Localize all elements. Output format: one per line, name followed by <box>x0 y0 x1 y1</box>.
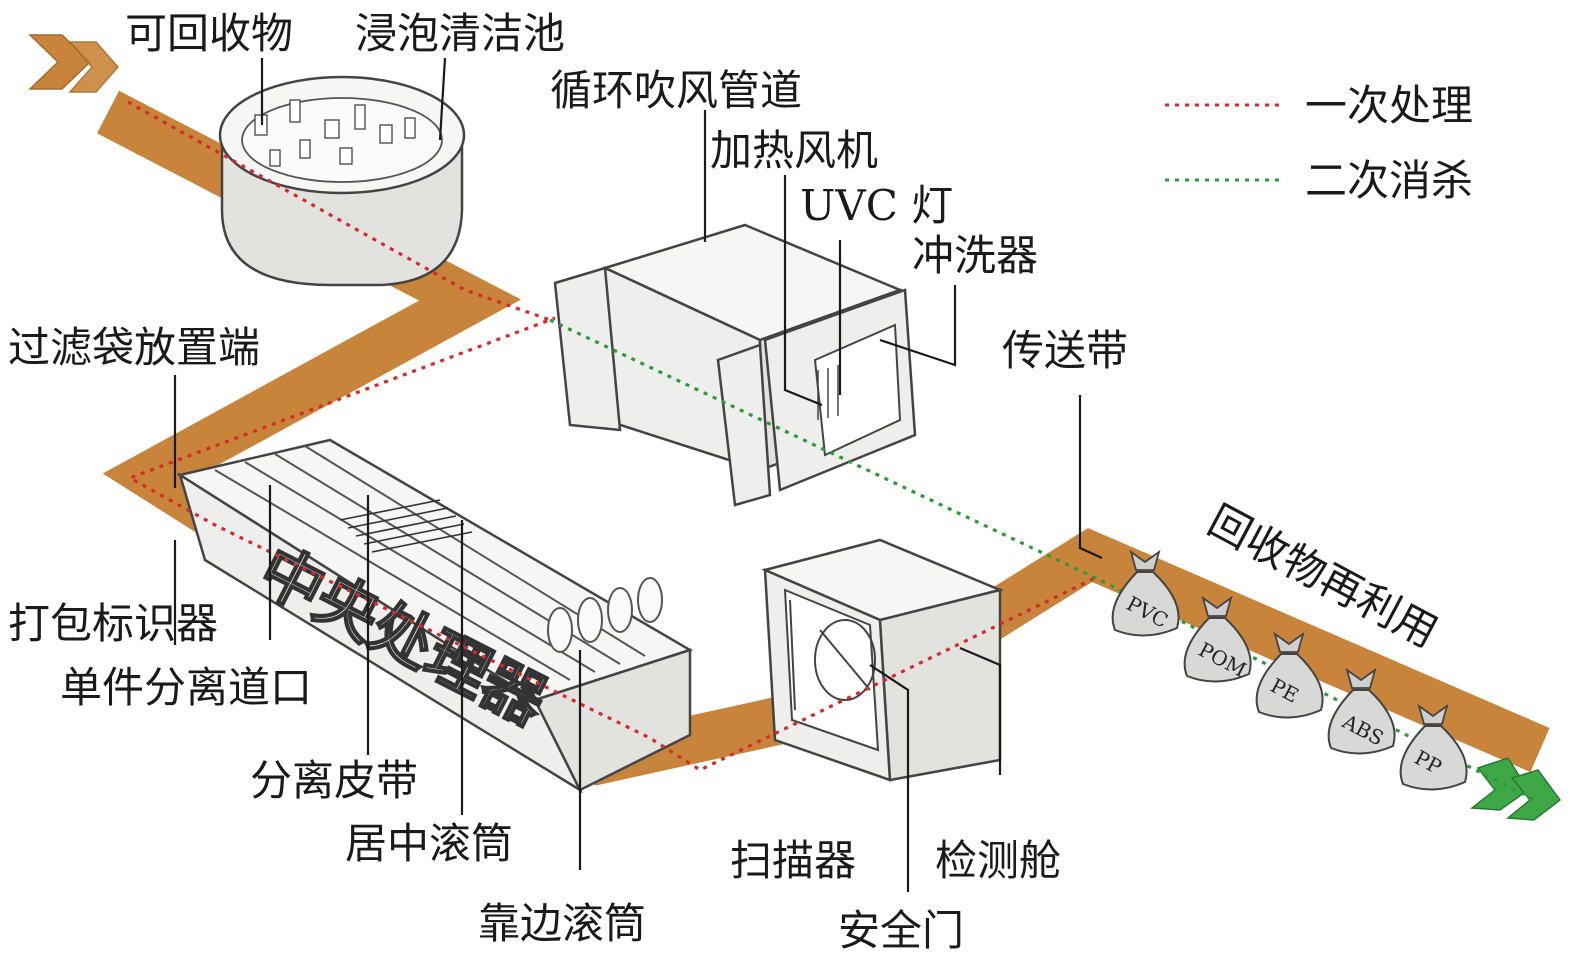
bag-icon: ABS <box>1327 667 1396 755</box>
bag-icon: POM <box>1183 595 1252 683</box>
central-processor: 中央处理器 <box>176 438 694 794</box>
bag-icon: PE <box>1255 631 1324 719</box>
label-inspection-cabin: 检测舱 <box>935 836 1061 885</box>
legend-secondary-label: 二次消杀 <box>1305 156 1473 205</box>
bag-icon: PVC <box>1111 549 1180 637</box>
label-soak-tank: 浸泡清洁池 <box>355 9 565 58</box>
label-recyclables: 可回收物 <box>125 9 293 58</box>
legend-primary-label: 一次处理 <box>1305 81 1473 130</box>
label-washer: 冲洗器 <box>912 231 1038 280</box>
label-air-duct: 循环吹风管道 <box>550 66 802 115</box>
soak-tank <box>218 75 466 287</box>
label-heater-fan: 加热风机 <box>710 126 878 175</box>
bag-icon: PP <box>1399 703 1468 791</box>
label-single-sep-gate: 单件分离道口 <box>60 663 312 712</box>
label-conveyor: 传送带 <box>1002 326 1128 375</box>
label-filter-bag-end: 过滤袋放置端 <box>8 323 260 372</box>
inspection-cabin <box>761 538 1004 782</box>
label-sep-belt: 分离皮带 <box>250 756 418 805</box>
legend: 一次处理 二次消杀 <box>1165 81 1473 205</box>
inlet-arrow-icon <box>28 34 119 93</box>
label-side-roller: 靠边滚筒 <box>478 899 646 948</box>
label-scanner: 扫描器 <box>730 836 856 885</box>
label-uvc-lamp: UVC 灯 <box>800 181 953 230</box>
leader-lines <box>173 57 1103 892</box>
outlet-arrow-icon <box>1470 757 1562 821</box>
label-center-roller: 居中滚筒 <box>345 819 513 868</box>
label-safety-door: 安全门 <box>838 906 964 955</box>
label-baler-marker: 打包标识器 <box>8 599 218 648</box>
